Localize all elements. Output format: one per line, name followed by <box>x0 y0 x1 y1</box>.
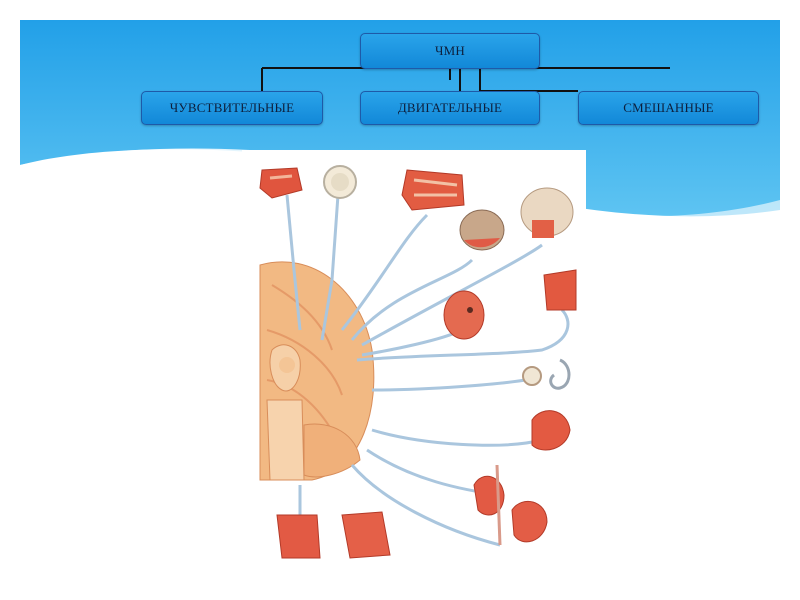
category-node-motor: ДВИГАТЕЛЬНЫЕ <box>360 91 540 125</box>
ear-icon <box>522 358 571 390</box>
root-node-label: ЧМН <box>435 43 465 58</box>
category-label-sensory: ЧУВСТВИТЕЛЬНЫЕ <box>169 100 295 115</box>
head-profile-icon <box>459 209 505 251</box>
throat-icon <box>543 269 577 311</box>
orbit-muscles-icon <box>401 169 465 211</box>
neck-muscles-icon <box>276 514 321 559</box>
cranial-nerves-illustration <box>242 150 586 570</box>
root-node-chmn: ЧМН <box>360 33 540 69</box>
category-label-motor: ДВИГАТЕЛЬНЫЕ <box>397 100 503 115</box>
category-label-mixed: СМЕШАННЫЕ <box>623 100 714 115</box>
tongue-icon <box>531 410 571 451</box>
brain-base <box>259 261 375 481</box>
category-node-sensory: ЧУВСТВИТЕЛЬНЫЕ <box>141 91 323 125</box>
eye-icon <box>323 165 357 199</box>
viscera-icon <box>473 464 548 546</box>
nose-icon <box>259 167 303 199</box>
tongue-muscles-icon <box>341 511 391 559</box>
category-node-mixed: СМЕШАННЫЕ <box>578 91 759 125</box>
skull-icon <box>520 187 574 238</box>
nerve-lines <box>285 194 570 547</box>
face-icon <box>443 290 485 340</box>
